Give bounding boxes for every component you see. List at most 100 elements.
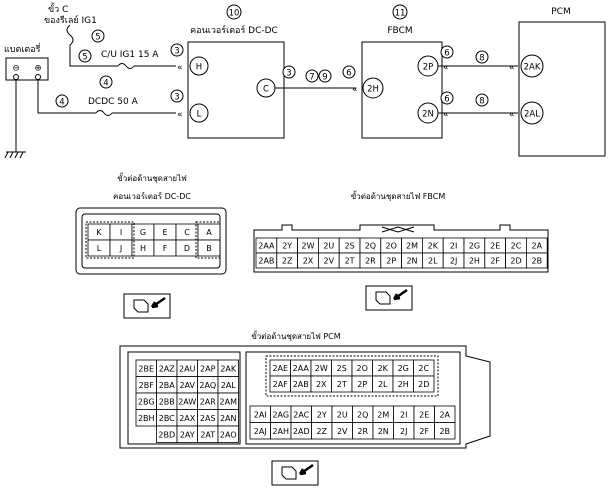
pin-label: 2AJ: [254, 427, 267, 436]
wire-number-circle: [78, 49, 92, 63]
dcdc-name: คอนเวอร์เตอร์ DC-DC: [190, 24, 278, 36]
pin-label: 2X: [303, 257, 314, 266]
pin-cell: [217, 425, 239, 443]
pin-label: 2G: [398, 364, 409, 373]
pin-label: I: [120, 228, 122, 237]
pin-label: 2T: [337, 380, 347, 389]
wire-dcdc-in: [37, 80, 96, 114]
pin-label: 2C: [418, 364, 429, 373]
pin-label: 2AK: [220, 364, 237, 373]
pin-label: 2BF: [139, 381, 155, 390]
pin-label: 2AI: [254, 410, 267, 419]
fuse-dcdc-number: 4: [103, 79, 108, 89]
pin-label: 2U: [337, 410, 348, 419]
wire-number-circle: [55, 94, 69, 108]
component-number-circle: [392, 4, 408, 20]
pin-label: 2Z: [282, 257, 293, 266]
pin-cell: [413, 375, 435, 393]
pin-label: 2AU: [179, 364, 196, 373]
pin-label: 2O: [357, 364, 368, 373]
pin-label: 2A: [532, 242, 543, 251]
pin-label: 2V: [324, 257, 335, 266]
fuse-dcdc-label: DCDC 50 A: [88, 97, 139, 107]
pin-label: A: [206, 228, 212, 237]
pcm-name: PCM: [551, 7, 570, 17]
pin-label: 2D: [418, 380, 429, 389]
wire-number-circle: [305, 69, 319, 83]
pin-label: 2G: [469, 242, 480, 251]
terminal-highlight-frame: [265, 355, 439, 397]
pin-label: B: [206, 244, 212, 253]
pin-circle: [362, 77, 384, 99]
pin-label: 2M: [377, 410, 389, 419]
wire-number-circle: [99, 75, 113, 89]
pin-label: 2X: [316, 380, 327, 389]
wire-number-battery-ig1: 5: [82, 53, 87, 63]
pin-label: 2L: [428, 257, 438, 266]
pin-label: 2P: [386, 257, 396, 266]
pin-label: 2K: [378, 364, 389, 373]
pin-label: 2K: [428, 242, 439, 251]
wire-number-circle: [282, 65, 296, 79]
connector-symbol-icon: «: [177, 110, 183, 120]
pin-label: 2AD: [293, 427, 310, 436]
pin-label: 2D: [510, 257, 521, 266]
pin-label: 2S: [345, 242, 355, 251]
pin-cell: [434, 422, 456, 440]
battery-plus-post: [35, 74, 41, 80]
fbcm: 11 FBCM 2H 2P 2N: [361, 4, 443, 139]
pin-label: 2AR: [200, 397, 217, 406]
pin-label: 2C: [511, 242, 522, 251]
connector-symbol-icon: «: [177, 63, 183, 73]
pin-circle: [189, 56, 209, 76]
pin-label: 2W: [315, 364, 328, 373]
pin-label: 2W: [302, 242, 315, 251]
wire-number-p-out: 6: [444, 49, 449, 59]
battery-plus-symbol: ⊕: [34, 64, 41, 74]
arrow-icon: [298, 463, 314, 476]
pin-label: K: [96, 228, 102, 237]
pin-label: 2AT: [200, 430, 215, 439]
pin-label: 2I: [450, 242, 457, 251]
fuse-ig1-number: 5: [95, 33, 100, 43]
pin-label: 2U: [323, 242, 334, 251]
pin-label: 2F: [419, 427, 429, 436]
arrow-icon: [150, 296, 166, 309]
pin-label: L: [97, 244, 102, 253]
pin-label: 2BE: [138, 364, 154, 373]
pin-label: 2AM: [220, 397, 238, 406]
pin-label: H: [140, 244, 146, 253]
pin-label: 2AS: [200, 414, 216, 423]
pin-label: 2R: [357, 427, 368, 436]
pin-label: 2V: [337, 427, 348, 436]
pin-label: 2O: [386, 242, 397, 251]
terminal-c: ขั้ว C ของรีเลย์ IG1: [44, 2, 97, 46]
pin-label: 2AA: [293, 364, 310, 373]
wire-number-circle: [170, 89, 184, 103]
pin-label: 2N: [378, 427, 389, 436]
fbcm-name: FBCM: [387, 26, 412, 36]
fbcm-connector-title: ขั้วต่อด้านชุดสายไฟ FBCM: [351, 190, 446, 201]
pin-label: 2N: [406, 257, 417, 266]
fbcm-pin-2h: 2H: [367, 85, 379, 95]
dcdc-connector: ขั้วต่อด้านชุดสายไฟ คอนเวอร์เตอร์ DC-DC …: [75, 172, 227, 319]
pin-label: 2BA: [159, 381, 176, 390]
wire-number-circle: [475, 50, 489, 64]
wire-number-to-2h: 6: [346, 69, 351, 79]
fuse-ig1-label: C/U IG1 15 A: [101, 50, 159, 60]
fbcm-pin-2n: 2N: [422, 110, 434, 120]
connector-symbol-icon: «: [352, 85, 358, 95]
pin-label: 2AH: [272, 427, 289, 436]
battery-label: แบตเตอรี่: [4, 42, 41, 55]
pin-label: 2B: [532, 257, 543, 266]
fbcm-key-mark-icon: [381, 226, 415, 233]
pin-label: G: [140, 228, 146, 237]
pin-label: 2AO: [220, 430, 237, 439]
pin-label: J: [119, 244, 122, 253]
pin-label: 2E: [419, 410, 429, 419]
pcm-box: [518, 21, 606, 157]
pin-label: 2S: [337, 364, 347, 373]
connector-symbol-icon: «: [443, 63, 449, 73]
